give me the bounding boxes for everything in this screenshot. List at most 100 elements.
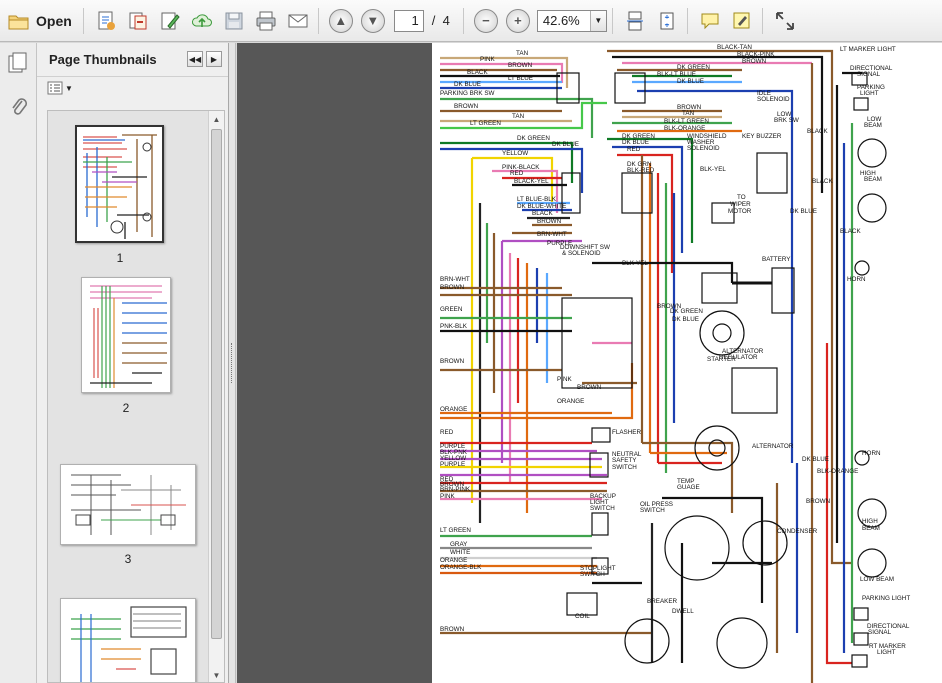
navigation-rail <box>0 43 37 683</box>
scrollbar-thumb[interactable] <box>211 129 222 639</box>
diagram-label: BROWN <box>440 481 465 488</box>
diagram-label: NEUTRAL <box>612 451 642 458</box>
attachments-tab[interactable] <box>9 95 29 122</box>
diagram-label: & SOLENOID <box>562 250 601 257</box>
thumbnail-list[interactable]: 1 2 <box>47 110 225 683</box>
save-button[interactable] <box>219 6 249 36</box>
panel-controls: ◀◀ ▶ <box>187 51 222 67</box>
thumbnails-panel: Page Thumbnails ◀◀ ▶ ▼ <box>37 43 229 683</box>
diagram-label: PINK <box>557 376 572 383</box>
diagram-label: TAN <box>516 50 529 57</box>
diagram-label: BROWN <box>657 303 682 310</box>
page-number-input[interactable]: 1 <box>393 9 424 32</box>
combine-files-button[interactable] <box>123 6 153 36</box>
diagram-label: HORN <box>862 450 881 457</box>
panel-splitter[interactable] <box>229 43 236 683</box>
diagram-label: TAN <box>512 113 525 120</box>
arrow-down-icon: ▼ <box>360 8 385 33</box>
diagram-label: RT MARKER <box>869 643 906 650</box>
diagram-label: RED <box>440 429 454 436</box>
diagram-label: IDLE <box>757 90 771 97</box>
diagram-label: BROWN <box>454 103 479 110</box>
diagram-label: HIGH <box>860 170 876 177</box>
diagram-label: LT BLUE <box>508 75 533 82</box>
next-page-button[interactable]: ▼ <box>358 6 388 36</box>
thumbnail-page-number: 1 <box>116 251 124 265</box>
diagram-label: LIGHT <box>860 90 879 97</box>
page-thumbnails-tab[interactable] <box>7 51 29 78</box>
print-button[interactable] <box>251 6 281 36</box>
diagram-label: LOW <box>867 116 881 123</box>
diagram-label: GUAGE <box>677 484 700 491</box>
page-thumbnail-1[interactable] <box>75 125 164 243</box>
highlight-button[interactable] <box>727 6 757 36</box>
diagram-label: LIGHT <box>590 499 609 506</box>
diagram-label: BLACK-YEL <box>514 178 549 185</box>
expand-panel-button[interactable]: ▶ <box>206 51 222 67</box>
diagram-label: RED <box>510 170 524 177</box>
page-thumbnail-3[interactable] <box>60 464 196 545</box>
diagram-label: BLK-ORANGE <box>817 468 858 475</box>
diagram-label: DK BLUE-WHITE <box>517 203 566 210</box>
diagram-label: PNK-BLK <box>440 323 468 330</box>
diagram-label: GREEN <box>440 306 463 313</box>
thumbnail-preview <box>61 599 195 682</box>
diagram-label: RED <box>627 146 641 153</box>
diagram-label: SWITCH <box>640 507 665 514</box>
page-thumbnail-4[interactable] <box>60 598 196 682</box>
diagram-label: BREAKER <box>647 598 678 605</box>
thumbnail-scrollbar[interactable]: ▲ ▼ <box>208 111 224 682</box>
create-pdf-button[interactable] <box>91 6 121 36</box>
splitter-grip[interactable] <box>231 343 233 383</box>
zoom-in-button[interactable]: + <box>503 6 533 36</box>
previous-page-button[interactable]: ▲ <box>326 6 356 36</box>
diagram-label: PARKING LIGHT <box>862 595 910 602</box>
fit-page-button[interactable] <box>652 6 682 36</box>
toolbar-separator <box>462 7 464 34</box>
scroll-up-arrow-icon[interactable]: ▲ <box>212 114 221 124</box>
options-list-icon <box>47 81 63 95</box>
open-button[interactable]: Open <box>2 6 78 36</box>
collapse-panel-button[interactable]: ◀◀ <box>187 51 203 67</box>
diagram-label: BLK-YEL <box>700 166 726 173</box>
comment-button[interactable] <box>695 6 725 36</box>
scroll-down-arrow-icon[interactable]: ▼ <box>212 670 221 680</box>
chevron-down-icon[interactable]: ▼ <box>589 10 606 31</box>
diagram-label: DIRECTIONAL <box>850 65 893 72</box>
diagram-label: DWELL <box>672 608 694 615</box>
diagram-label: WIPER <box>730 201 751 208</box>
diagram-label: SOLENOID <box>757 96 790 103</box>
diagram-label: BROWN <box>508 62 533 69</box>
diagram-label: YELLOW <box>502 150 528 157</box>
diagram-label: BRN-PINK <box>440 486 471 493</box>
fit-page-icon <box>660 12 674 29</box>
upload-button[interactable] <box>187 6 217 36</box>
diagram-label: BROWN <box>440 358 465 365</box>
edit-pdf-button[interactable] <box>155 6 185 36</box>
email-button[interactable] <box>283 6 313 36</box>
chevron-down-icon: ▼ <box>65 83 73 93</box>
diagram-label: DOWNSHIFT SW <box>560 244 610 251</box>
printer-icon <box>256 11 276 30</box>
right-arrow-icon: ▶ <box>210 54 218 64</box>
options-menu-button[interactable]: ▼ <box>47 81 73 95</box>
scrolling-mode-button[interactable] <box>620 6 650 36</box>
diagram-label: ORANGE-BLK <box>440 564 482 571</box>
diagram-label: TO <box>737 194 746 201</box>
diagram-label: SIGNAL <box>857 71 881 78</box>
envelope-icon <box>288 14 308 27</box>
page-separator: / <box>431 13 436 28</box>
diagram-label: SOLENOID <box>687 145 720 152</box>
diagram-label: BRK SW <box>774 117 799 124</box>
fullscreen-button[interactable] <box>770 6 800 36</box>
diagram-label: ALTERNATOR <box>722 348 764 355</box>
page-thumbnail-2[interactable] <box>81 277 171 393</box>
diagram-label: WASHER <box>687 139 715 146</box>
main-toolbar: Open ▲ ▼ 1 / 4 − + 42.6% ▼ <box>0 0 942 42</box>
zoom-select[interactable]: 42.6% ▼ <box>536 9 607 32</box>
expand-arrows-icon <box>775 11 794 30</box>
zoom-out-button[interactable]: − <box>471 6 501 36</box>
toolbar-separator <box>611 7 613 34</box>
